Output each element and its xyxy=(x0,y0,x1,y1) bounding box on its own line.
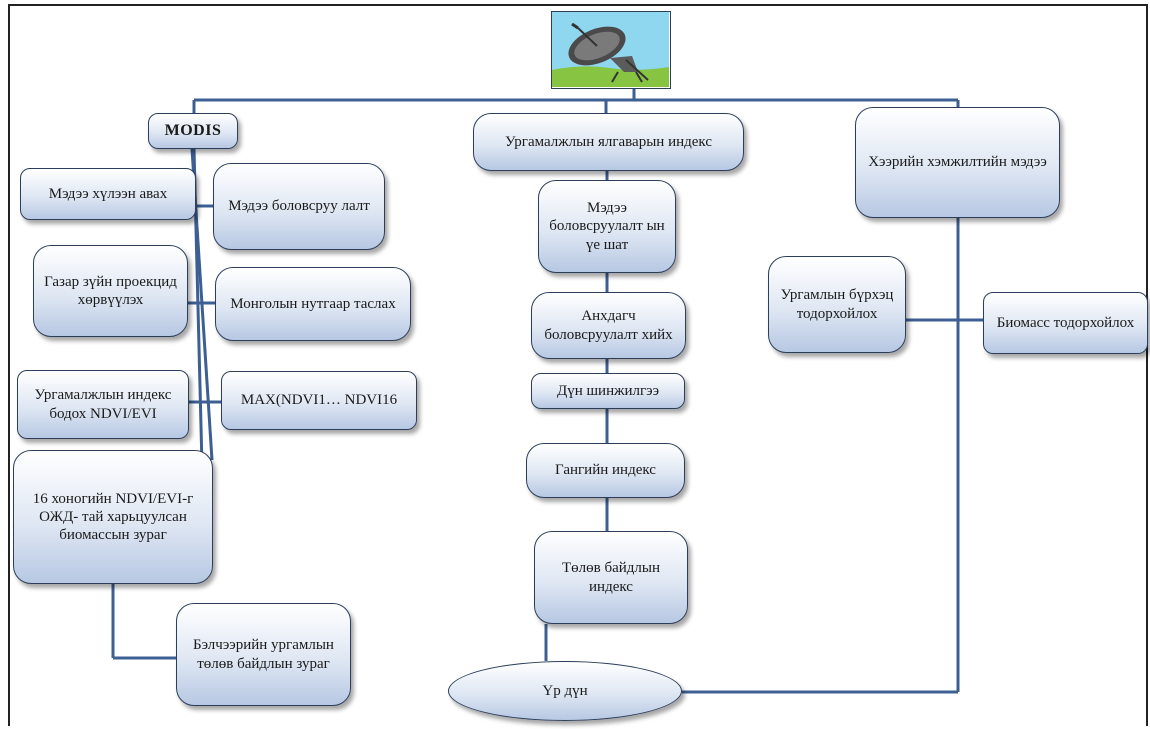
node-drought-index: Гангийн индекс xyxy=(526,443,685,498)
node-condition-index: Төлөв байдлын индекс xyxy=(534,531,688,624)
node-field-data: Хээрийн хэмжилтийн мэдээ xyxy=(855,107,1060,218)
node-result: Үр дүн xyxy=(448,661,682,721)
node-index-calc: Ургамалжлын индекс бодох NDVI/EVI xyxy=(17,370,189,439)
node-biomass-map-16: 16 хоногийн NDVI/EVI-г ОЖД- тай харьцуул… xyxy=(13,450,213,584)
node-veg-index: Ургамалжлын ялгаварын индекс xyxy=(473,113,744,171)
node-max-ndvi: MAX(NDVI1… NDVI16 xyxy=(221,371,417,430)
node-biomass: Биомасс тодорхойлох xyxy=(983,292,1148,354)
satellite-dish-icon xyxy=(551,11,671,89)
node-processing-stage: Мэдээ боловсруулалт ын үе шат xyxy=(538,180,676,273)
node-data-acquisition: Мэдээ хүлээн авах xyxy=(20,168,196,220)
diagram-frame xyxy=(8,4,1148,726)
node-mongolia-clip: Монголын нутгаар таслах xyxy=(215,267,411,341)
node-plant-cover: Ургамлын бүрхэц тодорхойлох xyxy=(768,256,906,353)
node-projection: Газар зүйн проекцид хөрвүүлэх xyxy=(33,245,188,337)
node-modis: MODIS xyxy=(148,113,238,149)
node-pasture-map: Бэлчээрийн ургамлын төлөв байдлын зураг xyxy=(176,603,351,706)
node-result-analysis: Дүн шинжилгээ xyxy=(531,373,685,409)
node-data-processing: Мэдээ боловсруу лалт xyxy=(213,163,385,250)
node-primary-processing: Анхдагч боловсруулалт хийх xyxy=(531,292,686,359)
